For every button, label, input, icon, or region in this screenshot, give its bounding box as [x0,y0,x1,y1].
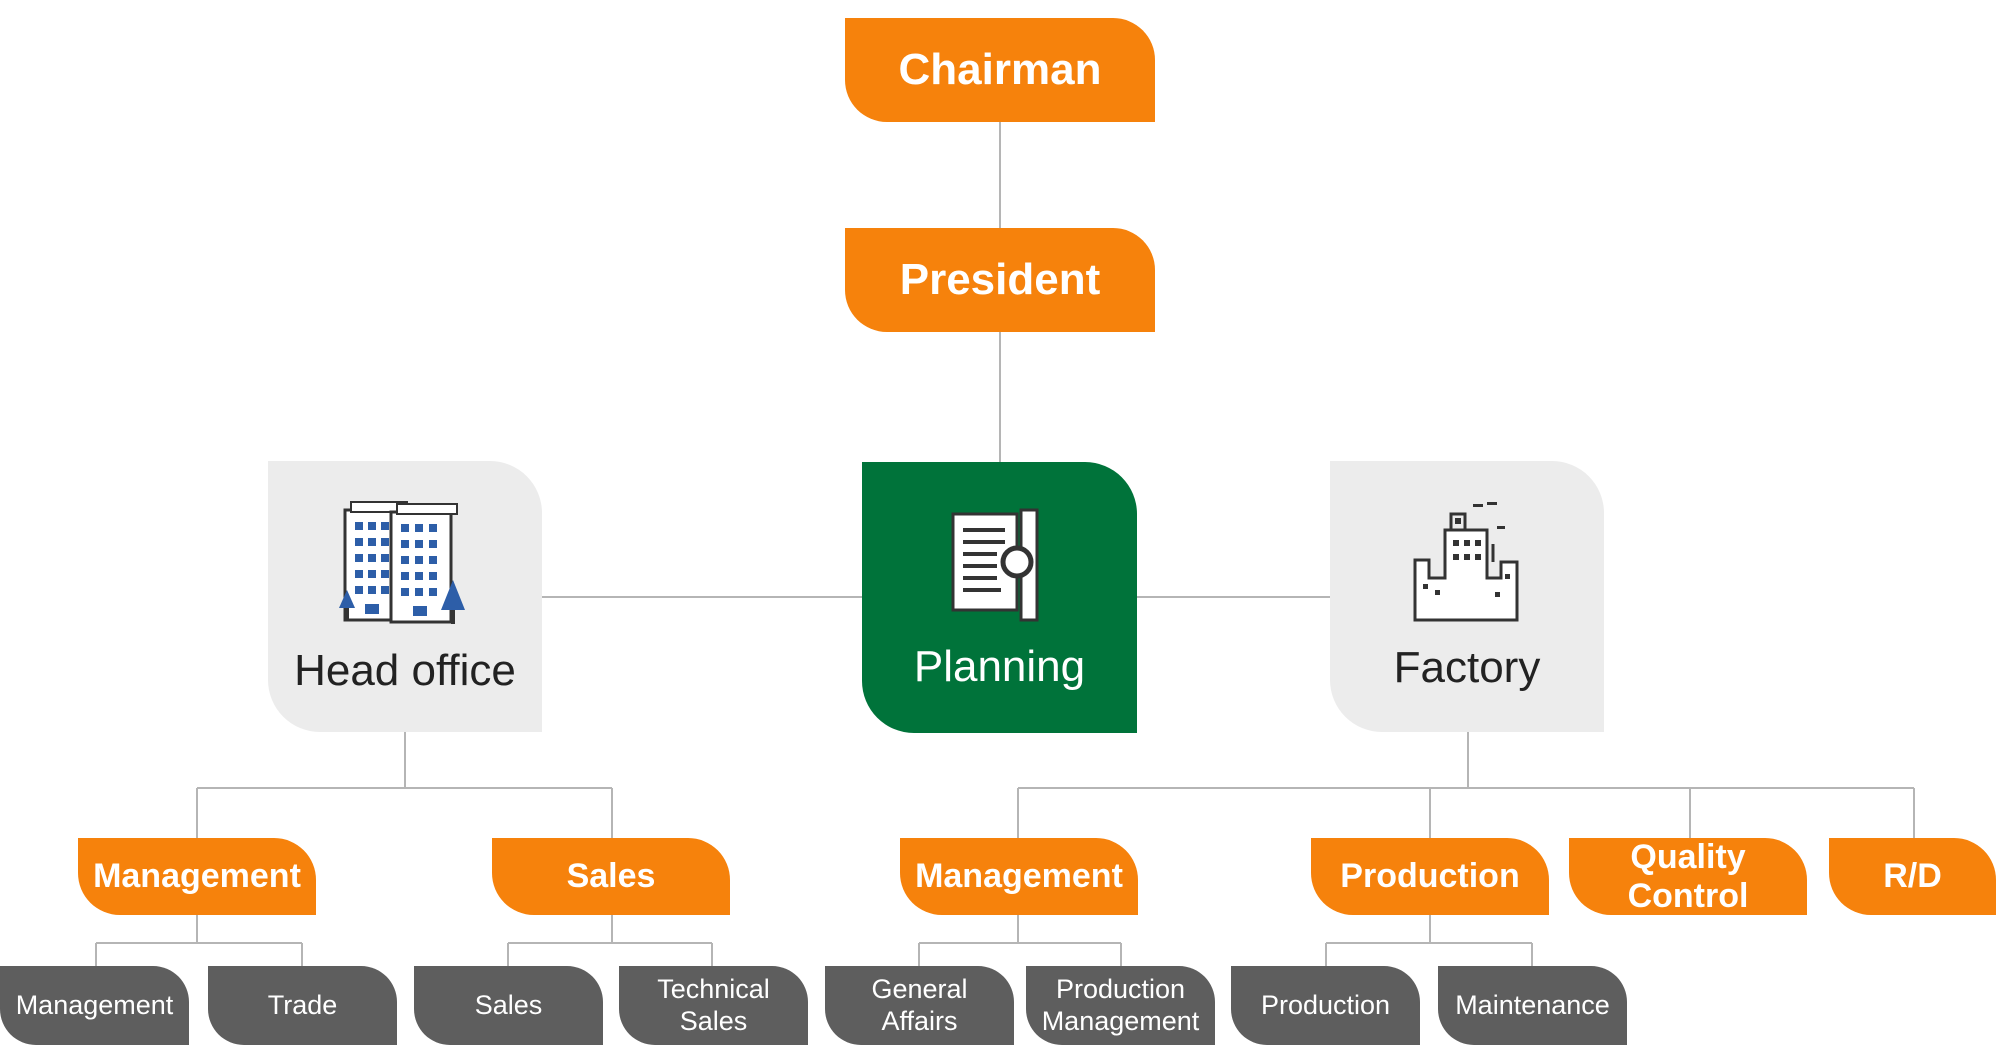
department-factory-management: Management [900,838,1138,915]
team-production-management: Production Management [1026,966,1215,1045]
team-production: Production [1231,966,1420,1045]
factory-label: Factory [1393,643,1541,692]
head-office-panel: Head office [268,461,542,732]
team-technical-sales: Technical Sales [619,966,808,1045]
factory-icon [1407,500,1527,625]
team-sales: Sales [414,966,603,1045]
team-trade: Trade [208,966,397,1045]
chairman-label: Chairman [898,45,1102,94]
president-label: President [899,255,1101,304]
office-buildings-icon [335,498,475,628]
planning-label: Planning [913,641,1086,691]
factory-panel: Factory [1330,461,1604,732]
document-binder-icon [945,504,1055,624]
president-box: President [845,228,1155,332]
department-head-office-sales: Sales [492,838,730,915]
department-factory-production: Production [1311,838,1549,915]
head-office-label: Head office [294,645,516,695]
department-rd: R/D [1829,838,1996,915]
team-maintenance: Maintenance [1438,966,1627,1045]
planning-panel: Planning [862,462,1137,733]
department-head-office-management: Management [78,838,316,915]
team-management: Management [0,966,189,1045]
department-quality-control: Quality Control [1569,838,1807,915]
team-general-affairs: General Affairs [825,966,1014,1045]
chairman-box: Chairman [845,18,1155,122]
